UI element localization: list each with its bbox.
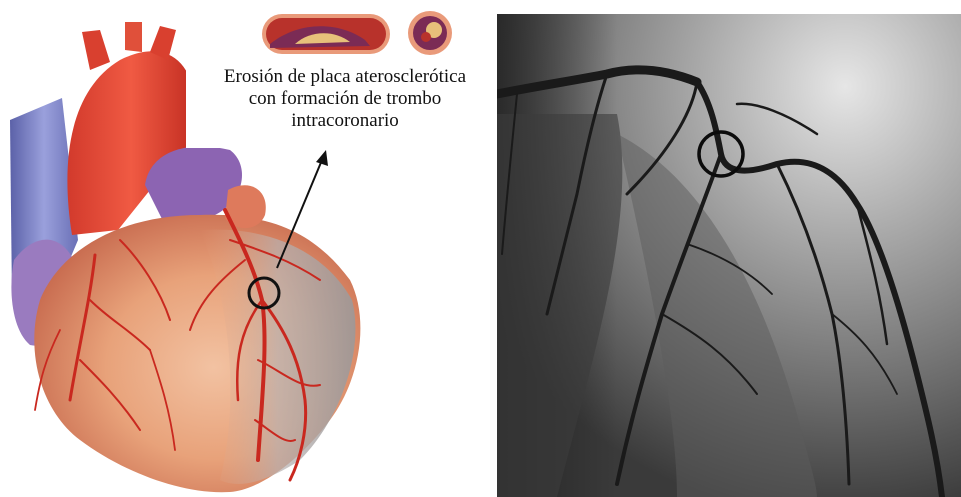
angiogram-panel: [497, 14, 961, 497]
caption-line: con formación de trombo: [200, 88, 490, 110]
artery-longitudinal-section-icon: [262, 14, 390, 54]
caption: Erosión de placa aterosclerótica con for…: [200, 66, 490, 132]
caption-line: intracoronario: [200, 110, 490, 132]
heart-panel: Erosión de placa aterosclerótica con for…: [0, 0, 490, 497]
artery-cross-section-icon: [408, 11, 452, 55]
coronary-angiogram: [497, 14, 961, 497]
caption-line: Erosión de placa aterosclerótica: [200, 66, 490, 88]
